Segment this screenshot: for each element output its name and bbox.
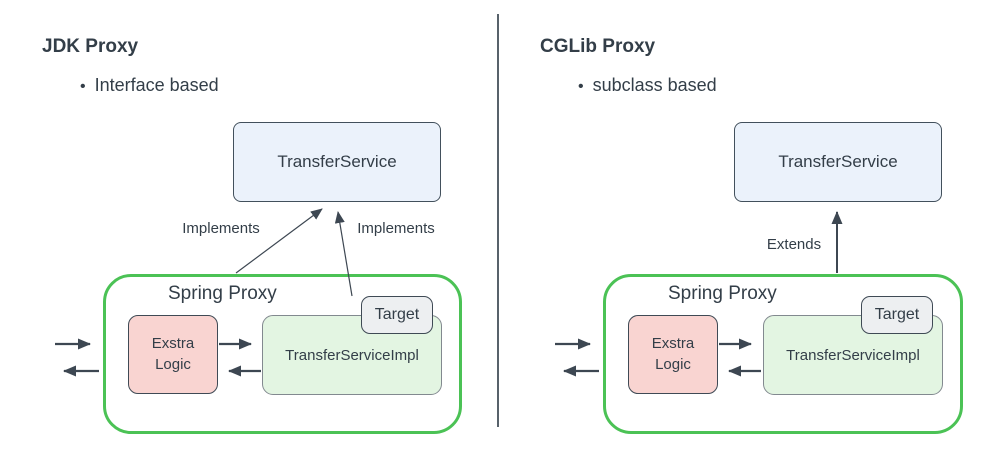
extends-label: Extends [766,236,822,253]
cglib-proxy-title: CGLib Proxy [540,36,656,57]
extra-logic-box-right: Exstra Logic [628,315,718,394]
panel-divider [497,14,499,427]
jdk-proxy-bullet: Interface based [80,75,219,96]
extra-logic-label-right: Exstra Logic [651,335,695,373]
cglib-proxy-bullet: subclass based [578,75,717,96]
implements-arrow-from-proxy [235,208,323,274]
target-box-right: Target [861,296,933,334]
spring-proxy-label-left: Spring Proxy [168,283,277,304]
extra-logic-label-left: Exstra Logic [151,335,195,373]
extra-logic-box-left: Exstra Logic [128,315,218,394]
jdk-proxy-title: JDK Proxy [42,36,139,57]
implements-label-right: Implements [357,220,435,237]
implements-label-left: Implements [182,220,260,237]
transfer-service-label-left: TransferService [277,152,397,171]
target-label-left: Target [374,306,420,323]
target-box-left: Target [361,296,433,334]
transfer-service-impl-label-left: TransferServiceImpl [285,346,419,364]
transfer-service-impl-label-right: TransferServiceImpl [786,346,920,364]
transfer-service-label-right: TransferService [778,152,898,171]
spring-proxy-label-right: Spring Proxy [668,283,777,304]
target-label-right: Target [874,306,920,323]
transfer-service-box-right: TransferService [734,122,942,202]
transfer-service-box-left: TransferService [233,122,441,202]
